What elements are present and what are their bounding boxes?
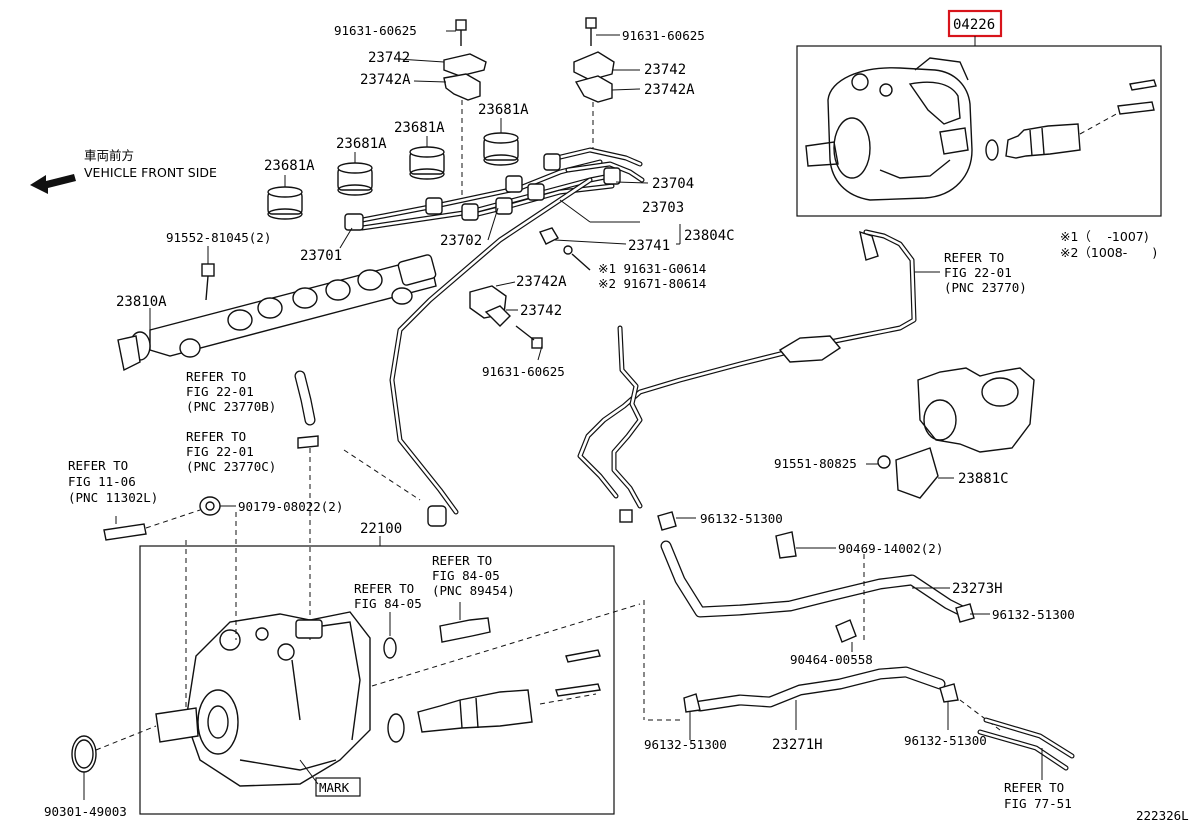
inset-box — [796, 45, 1162, 217]
label-23742-top-right[interactable]: 23742 — [644, 62, 686, 78]
ref-3-line1[interactable]: REFER TO — [186, 429, 246, 444]
label-90464-00558[interactable]: 90464-00558 — [790, 652, 873, 667]
inset-04226: 04226 — [796, 9, 1162, 217]
label-96132-51300-c[interactable]: 96132-51300 — [644, 737, 727, 752]
label-23681a-3[interactable]: 23681A — [394, 120, 445, 136]
label-23742a-top-right[interactable]: 23742A — [644, 82, 695, 98]
ref-3-line2[interactable]: FIG 22-01 — [186, 444, 254, 459]
figure-code: 222326L — [1136, 808, 1189, 823]
label-23804c[interactable]: 23804C — [684, 228, 735, 244]
label-23703[interactable]: 23703 — [642, 200, 684, 216]
grommet-1 — [267, 175, 303, 220]
hose-23273h — [657, 511, 990, 652]
ref-4-line2[interactable]: FIG 11-06 — [68, 474, 136, 489]
vehicle-front-arrow — [30, 174, 76, 194]
label-23742-top-left[interactable]: 23742 — [368, 50, 410, 66]
inset-pump-drawing — [805, 57, 1157, 201]
note-1: ※1（ -1007) — [1060, 229, 1149, 244]
label-91552-81045[interactable]: 91552-81045(2) — [166, 230, 271, 245]
supply-pump-drawing — [155, 611, 371, 787]
ref-1-line3[interactable]: (PNC 23770) — [944, 280, 1027, 295]
grommet-3 — [409, 136, 445, 180]
clamp-23741 — [539, 227, 627, 271]
clamp-group-mid — [469, 281, 543, 361]
label-23742a-mid[interactable]: 23742A — [516, 274, 567, 290]
clamp-group-right — [573, 17, 641, 150]
label-23742-mid[interactable]: 23742 — [520, 303, 562, 319]
label-90301-49003[interactable]: 90301-49003 — [44, 804, 127, 819]
label-96132-51300-d[interactable]: 96132-51300 — [904, 733, 987, 748]
ref-5-line1[interactable]: REFER TO — [354, 581, 414, 596]
label-91631-60625-top-right[interactable]: 91631-60625 — [622, 28, 705, 43]
ref-1-line1[interactable]: REFER TO — [944, 250, 1004, 265]
part-label-04226[interactable]: 04226 — [953, 17, 995, 33]
label-23881c[interactable]: 23881C — [958, 471, 1009, 487]
label-91631-60625-mid[interactable]: 91631-60625 — [482, 364, 565, 379]
note-2: ※2（1008- ) — [1060, 245, 1157, 260]
ref-2-line3[interactable]: (PNC 23770B) — [186, 399, 276, 414]
ref-2-line1[interactable]: REFER TO — [186, 369, 246, 384]
mark-label: MARK — [319, 780, 350, 795]
label-23704[interactable]: 23704 — [652, 176, 694, 192]
vehicle-front-jp: 車両前方 — [84, 148, 134, 163]
label-96132-51300-b[interactable]: 96132-51300 — [992, 607, 1075, 622]
ref-1-line2[interactable]: FIG 22-01 — [944, 265, 1012, 280]
label-23742a-top-left[interactable]: 23742A — [360, 72, 411, 88]
ref-2-line2[interactable]: FIG 22-01 — [186, 384, 254, 399]
label-23741[interactable]: 23741 — [628, 238, 670, 254]
label-91551-80825[interactable]: 91551-80825 — [774, 456, 857, 471]
label-23681a-2[interactable]: 23681A — [336, 136, 387, 152]
grommet-2 — [337, 152, 373, 196]
ref-4-line1[interactable]: REFER TO — [68, 458, 128, 473]
ref-4-line3[interactable]: (PNC 11302L) — [68, 490, 158, 505]
label-96132-51300-a[interactable]: 96132-51300 — [700, 511, 783, 526]
bracket-23881c — [866, 367, 1035, 499]
ref-7-line2[interactable]: FIG 77-51 — [1004, 796, 1072, 811]
label-22100[interactable]: 22100 — [360, 521, 402, 537]
ref-6-line3[interactable]: (PNC 89454) — [432, 583, 515, 598]
label-23271h[interactable]: 23271H — [772, 737, 823, 753]
stud-and-washer — [103, 496, 236, 541]
ref-5-line2[interactable]: FIG 84-05 — [354, 596, 422, 611]
label-91671-80614[interactable]: ※2 91671-80614 — [598, 276, 706, 291]
grommets — [267, 118, 519, 220]
label-23681a-4[interactable]: 23681A — [478, 102, 529, 118]
ref-3-line3[interactable]: (PNC 23770C) — [186, 459, 276, 474]
ref-7-line1[interactable]: REFER TO — [1004, 780, 1064, 795]
label-91631-60625-top-left[interactable]: 91631-60625 — [334, 23, 417, 38]
mark-box — [315, 777, 361, 797]
clamp-group-left — [397, 19, 487, 195]
hose-23271h — [643, 600, 1075, 780]
vehicle-front-en: VEHICLE FRONT SIDE — [84, 165, 217, 180]
label-23681a-1[interactable]: 23681A — [264, 158, 315, 174]
injection-pipes — [339, 147, 681, 527]
label-23810a[interactable]: 23810A — [116, 294, 167, 310]
pump-box-22100 — [71, 512, 641, 815]
label-91631-g0614[interactable]: ※1 91631-G0614 — [598, 261, 706, 276]
label-23701[interactable]: 23701 — [300, 248, 342, 264]
return-pipes — [577, 229, 940, 523]
ref-6-line2[interactable]: FIG 84-05 — [432, 568, 500, 583]
fuel-rail — [117, 246, 437, 372]
grommet-4 — [483, 118, 519, 166]
label-23702[interactable]: 23702 — [440, 233, 482, 249]
label-90469-14002[interactable]: 90469-14002(2) — [838, 541, 943, 556]
labels: 91631-60625 23742 23742A 91631-60625 237… — [44, 23, 1189, 823]
label-23273h[interactable]: 23273H — [952, 581, 1003, 597]
hose-to-pump — [294, 370, 421, 640]
label-90179-08022[interactable]: 90179-08022(2) — [238, 499, 343, 514]
ref-6-line1[interactable]: REFER TO — [432, 553, 492, 568]
